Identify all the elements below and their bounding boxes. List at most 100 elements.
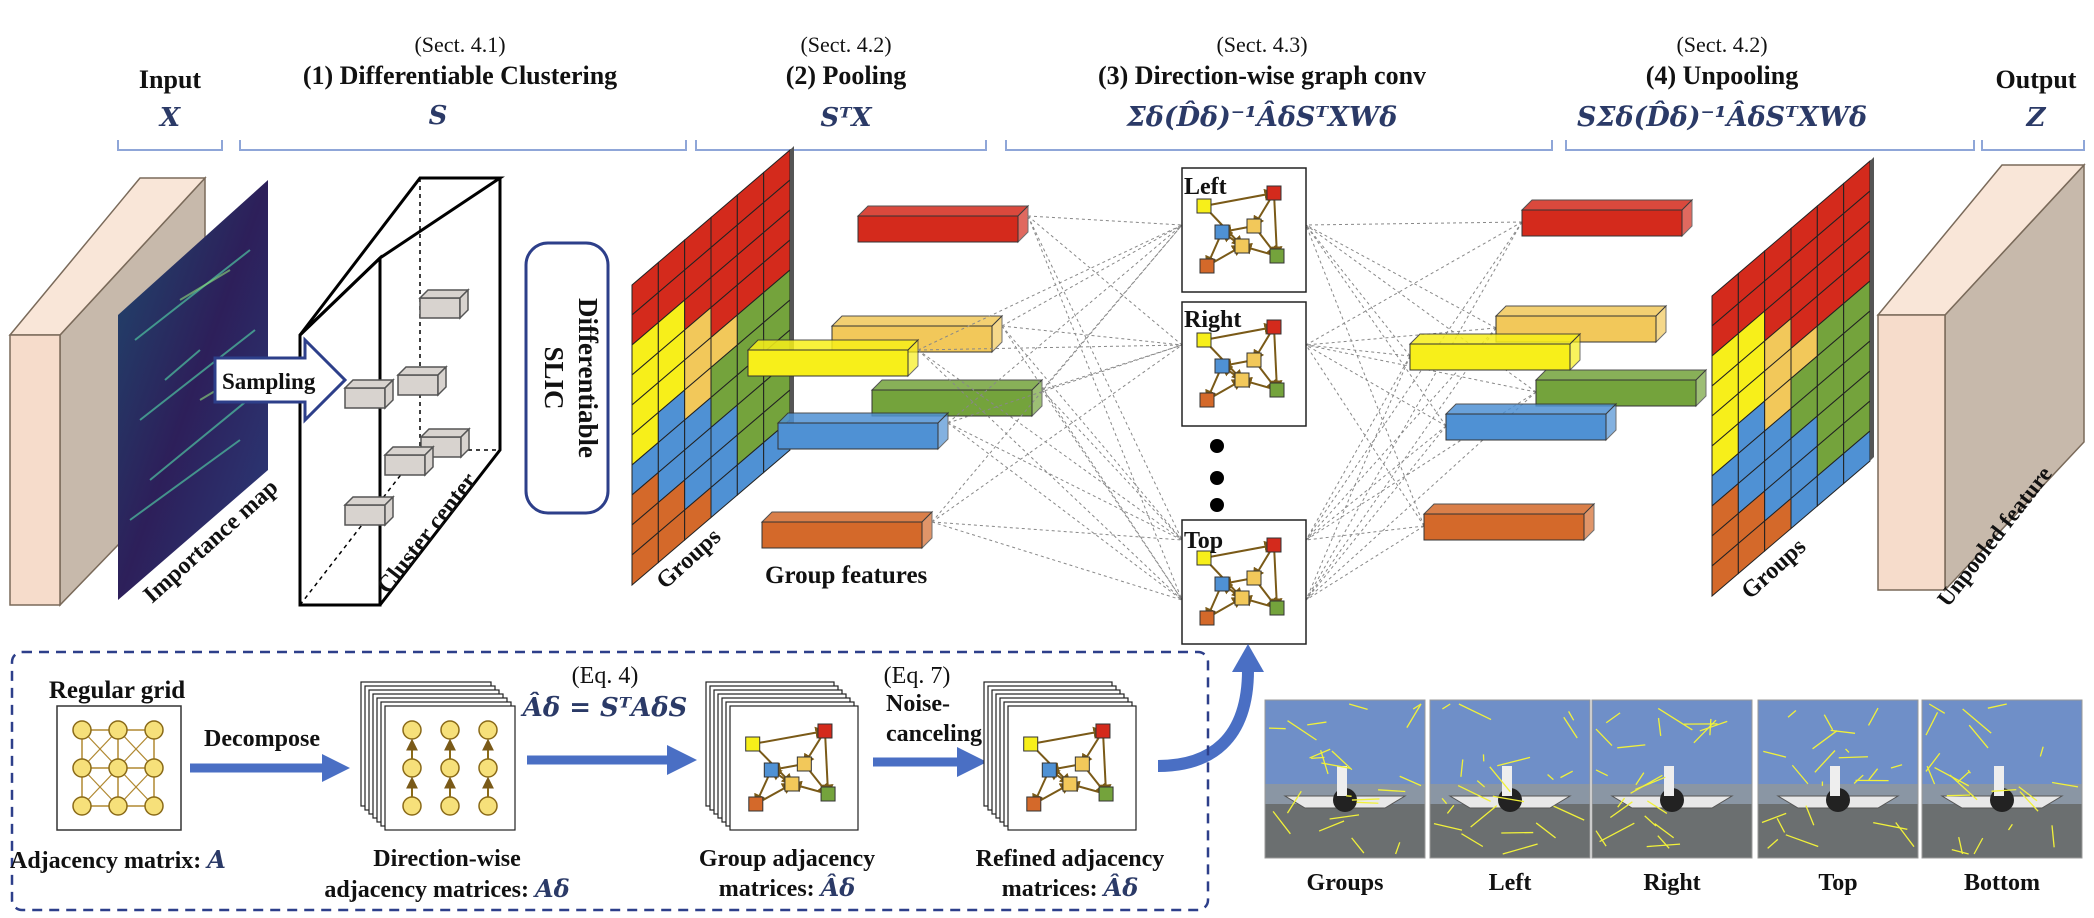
decompose-arrow: Decompose — [190, 726, 350, 782]
grid-node — [108, 796, 128, 816]
differentiable-slic-box: Differentiable SLIC — [524, 241, 610, 515]
graph-node — [1098, 786, 1114, 802]
graph-node — [1246, 218, 1262, 234]
graph-node — [1196, 332, 1212, 348]
brace — [1005, 140, 1553, 151]
adjacency-label: Adjacency matrix: A — [10, 845, 226, 874]
thumbnail-top: Top — [1757, 699, 1919, 896]
group-adjacency-stack — [705, 681, 859, 831]
graph-node — [1074, 756, 1090, 772]
header-pooling: (Sect. 4.2) (2) Pooling SᵀX — [695, 32, 987, 151]
eq4-arrow: (Eq. 4) Âδ = SᵀAδS — [520, 663, 697, 775]
grid-node — [440, 796, 460, 816]
graph-node — [745, 736, 761, 752]
feature-bar — [871, 389, 1033, 417]
grid-node — [402, 796, 422, 816]
graph-node — [1199, 610, 1215, 626]
thumbnail-label: Left — [1489, 870, 1532, 896]
graph-node — [1266, 319, 1282, 335]
graph-node — [763, 762, 779, 778]
graph-node — [748, 796, 764, 812]
example-thumbnails: Groups Left Right Top Bottom — [1264, 699, 2083, 896]
eq4-label: (Eq. 4) — [572, 663, 639, 689]
graph-node — [1199, 258, 1215, 274]
graph-node — [796, 756, 812, 772]
graph-box-left — [1181, 167, 1307, 293]
output-feature-box: Unpooled feature — [1876, 163, 2086, 611]
graph-connections — [917, 215, 1537, 601]
slic-label-line1: Differentiable — [573, 298, 603, 458]
feature-bar — [1521, 209, 1683, 237]
brace — [117, 140, 223, 151]
brace — [1565, 140, 1975, 151]
header-clustering: (Sect. 4.1) (1) Differentiable Clusterin… — [239, 32, 687, 151]
graph-node — [1062, 776, 1078, 792]
refined-label-line1: Refined adjacency — [976, 846, 1165, 872]
cluster-center-cube — [343, 288, 471, 527]
feature-bar — [857, 215, 1019, 243]
grid-node — [402, 758, 422, 778]
thumbnail-label: Top — [1818, 870, 1857, 896]
group-feature-bars-right — [1408, 198, 1708, 542]
graph-node — [1041, 762, 1057, 778]
stage-formula: SΣδ(D̂δ)⁻¹ÂδSᵀXWδ — [1577, 100, 1867, 133]
groups-grid-left — [631, 146, 794, 587]
direction-label-line2: adjacency matrices: Aδ — [324, 874, 569, 903]
graph-node — [817, 723, 833, 739]
direction-label-line1: Direction-wise — [373, 846, 521, 872]
graph-node — [820, 786, 836, 802]
grid-node — [478, 796, 498, 816]
thumbnail-left: Left — [1429, 699, 1591, 896]
graph-right-label: Right — [1184, 307, 1241, 333]
grid-node — [72, 796, 92, 816]
grid-node — [440, 758, 460, 778]
thumbnail-groups: Groups — [1264, 699, 1426, 896]
graph-node — [1266, 537, 1282, 553]
stage-formula: Z — [2026, 103, 2047, 133]
feature-bar — [777, 422, 939, 450]
sampling-label: Sampling — [222, 369, 316, 394]
graph-node — [1026, 796, 1042, 812]
graph-node — [1234, 590, 1250, 606]
thumbnail-label: Right — [1643, 870, 1700, 896]
grid-node — [478, 758, 498, 778]
flow-arrow-to-graph — [1157, 669, 1254, 772]
thumbnail-right: Right — [1591, 699, 1753, 896]
thumbnail-label: Groups — [1307, 870, 1384, 896]
graph-node — [1214, 224, 1230, 240]
thumbnail-label: Bottom — [1964, 870, 2040, 896]
graph-node — [1246, 570, 1262, 586]
header-unpooling: (Sect. 4.2) (4) Unpooling SΣδ(D̂δ)⁻¹ÂδSᵀ… — [1565, 32, 1975, 151]
header-input: Input X — [117, 65, 223, 151]
noise-label-line2: canceling — [886, 721, 982, 747]
grid-node — [144, 758, 164, 778]
grid-node — [72, 720, 92, 740]
stage-formula: S — [429, 101, 448, 131]
graph-node — [1199, 392, 1215, 408]
noise-label-line1: Noise- — [886, 691, 950, 717]
stage-section: (Sect. 4.1) — [414, 32, 505, 57]
grid-edge — [790, 146, 794, 450]
eq4-formula: Âδ = SᵀAδS — [520, 691, 688, 723]
graph-node — [1234, 372, 1250, 388]
stage-section: (Sect. 4.2) — [800, 32, 891, 57]
grid-node — [144, 720, 164, 740]
feature-bar — [1423, 513, 1585, 541]
graph-top-label: Top — [1184, 528, 1223, 554]
ellipsis-dots — [1210, 439, 1224, 512]
stage-title: Output — [1996, 65, 2077, 94]
direction-wise-stack — [360, 681, 516, 831]
group-adj-label-line2: matrices: Âδ — [719, 873, 856, 902]
group-adj-label-line1: Group adjacency — [699, 846, 875, 872]
stage-section: (Sect. 4.2) — [1676, 32, 1767, 57]
graph-node — [1095, 723, 1111, 739]
grid-node — [144, 796, 164, 816]
sampling-arrow: Sampling — [213, 336, 348, 424]
feature-bar — [1445, 413, 1607, 441]
regular-grid-label: Regular grid — [49, 677, 185, 704]
refined-adjacency-stack — [983, 681, 1137, 831]
graph-node — [1246, 352, 1262, 368]
feature-bar — [1535, 379, 1697, 407]
graph-box-right — [1181, 301, 1307, 427]
